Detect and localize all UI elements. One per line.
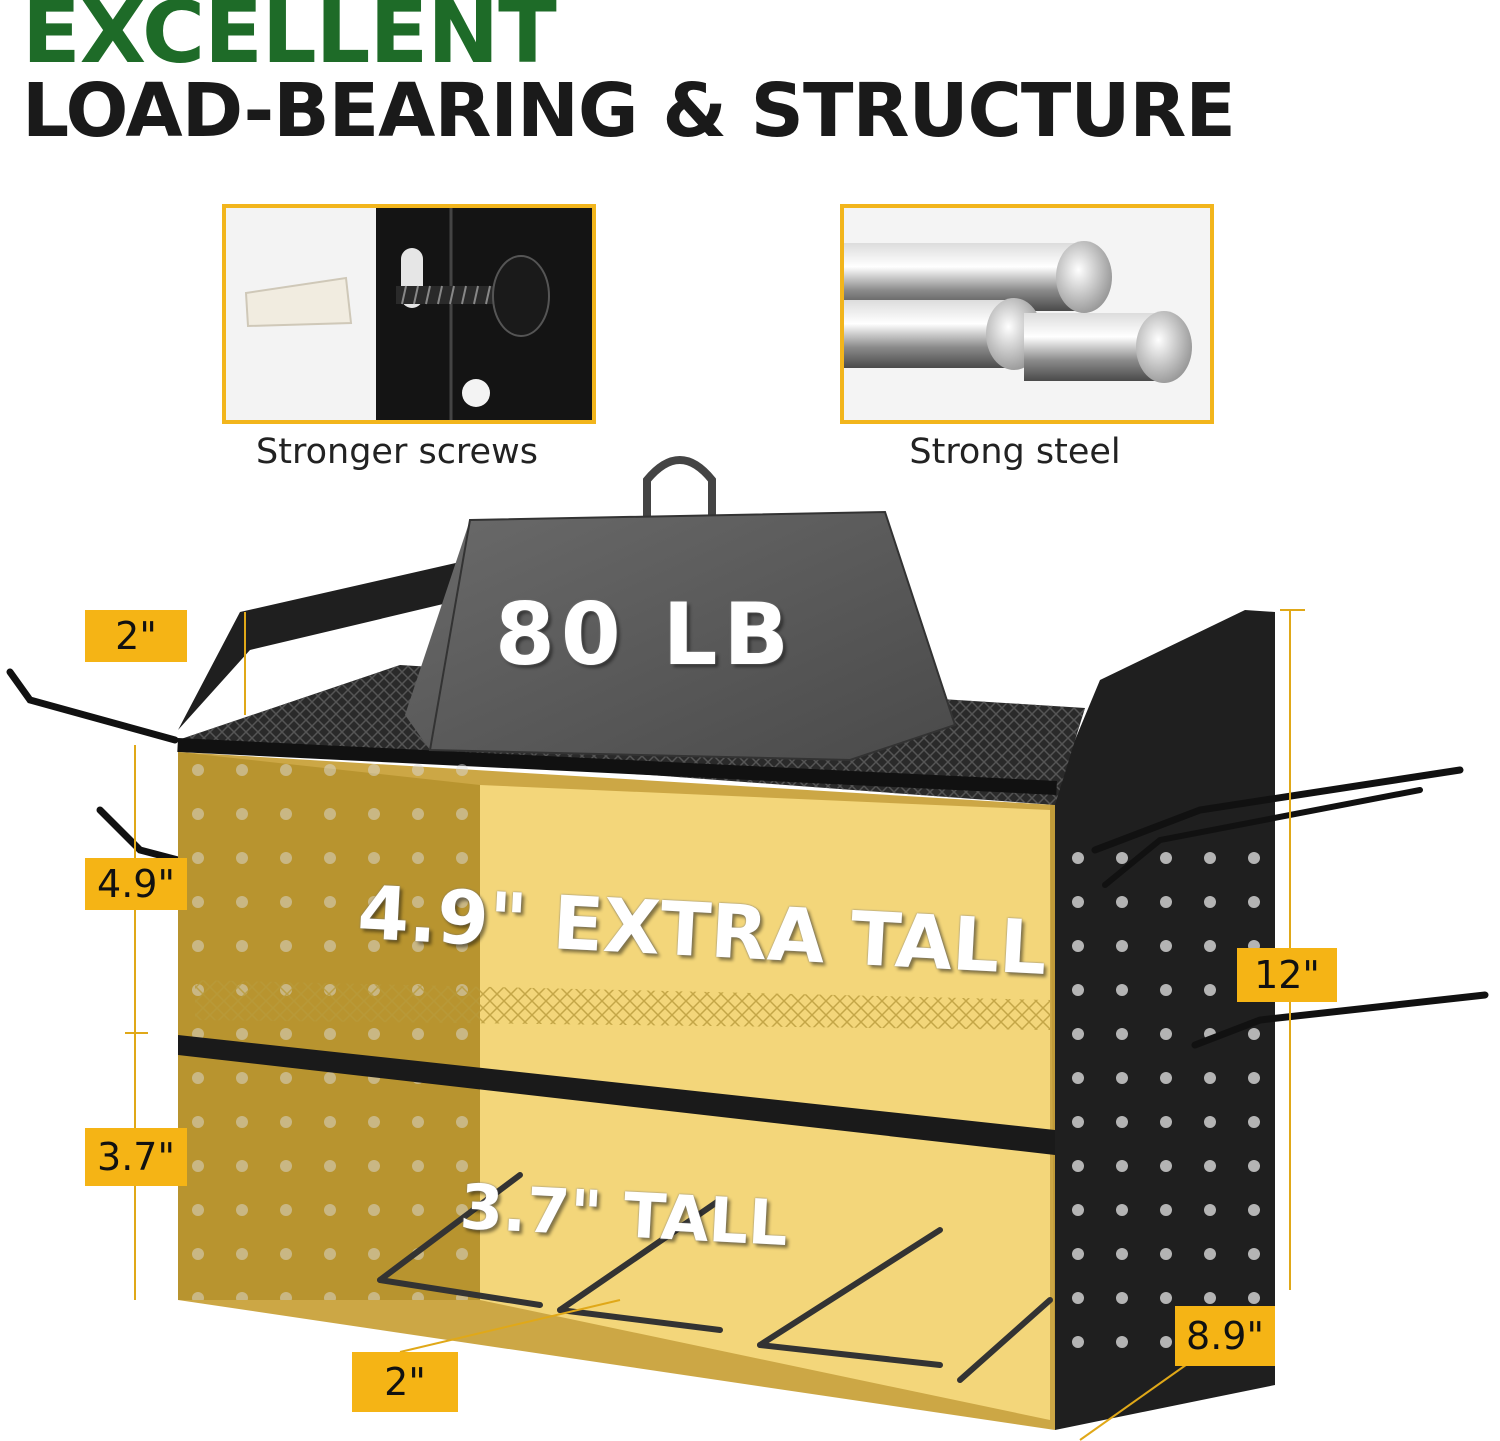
- dim-depth: 8.9": [1175, 1306, 1275, 1366]
- steel-bars-icon: [844, 208, 1210, 420]
- heading-line-2: LOAD-BEARING & STRUCTURE: [22, 68, 1236, 154]
- screw-icon: [226, 208, 592, 420]
- dim-upper-height: 4.9": [85, 858, 187, 910]
- dim-lower-height: 3.7": [85, 1128, 187, 1186]
- screws-caption: Stronger screws: [256, 432, 538, 472]
- dim-rim-height: 2": [85, 610, 187, 662]
- steel-caption: Strong steel: [909, 432, 1121, 472]
- heading-line-1: EXCELLENT: [22, 0, 557, 83]
- dim-total-height: 12": [1237, 948, 1337, 1002]
- weight-label: 80 LB: [495, 585, 795, 685]
- screws-inset: [222, 204, 596, 424]
- dim-slot-width: 2": [352, 1352, 458, 1412]
- steel-inset: [840, 204, 1214, 424]
